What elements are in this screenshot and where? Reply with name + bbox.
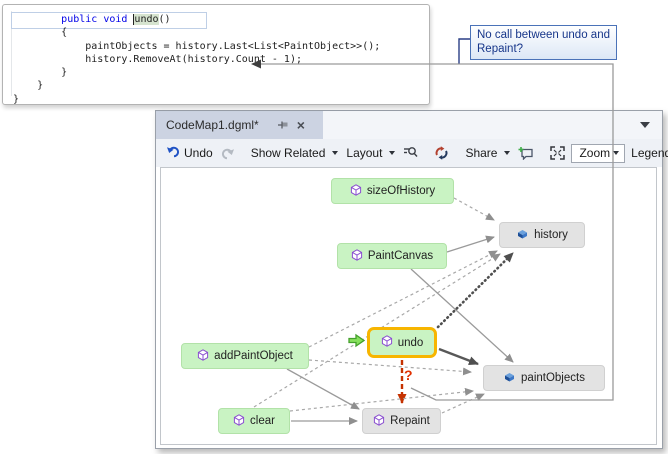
selected-node-pointer-icon <box>348 333 366 353</box>
edge-sizeOfHistory-to-history[interactable] <box>453 197 495 221</box>
edge-undo-to-history[interactable] <box>436 251 515 329</box>
tab-codemap[interactable]: CodeMap1.dgml* × <box>156 111 323 139</box>
chevron-down-icon <box>613 150 620 155</box>
graph-node-label: undo <box>397 336 424 349</box>
close-icon[interactable]: × <box>296 117 305 133</box>
zoom-combobox[interactable]: Zoom <box>571 143 626 163</box>
tab-title: CodeMap1.dgml* <box>166 118 259 132</box>
edge-addPaintObject-to-paintObjects[interactable] <box>308 359 472 376</box>
pin-icon[interactable] <box>277 119 289 131</box>
chevron-down-icon <box>389 151 396 155</box>
graph-node-label: Repaint <box>390 415 430 427</box>
missing-link-question-label: ? <box>404 367 413 383</box>
layout-dropdown[interactable]: Layout <box>342 144 399 162</box>
codemap-toolbar: Undo Show Related Layout <box>156 139 668 167</box>
method-cube-icon <box>197 348 209 364</box>
graph-node-label: PaintCanvas <box>367 250 434 262</box>
editor-gutter-line <box>11 11 12 96</box>
legend-button[interactable]: Legend <box>625 144 668 162</box>
edge-addPaintObject-to-Repaint[interactable] <box>286 368 360 410</box>
graph-node-sizeOfHistory[interactable]: sizeOfHistory <box>331 178 454 204</box>
undo-button[interactable]: Undo <box>162 143 217 163</box>
edge-undo-to-paintObjects[interactable] <box>438 347 479 366</box>
code-editor-popup: public void undo() { paintObjects = hist… <box>2 4 430 105</box>
method-cube-icon <box>381 335 393 350</box>
graph-node-Repaint[interactable]: Repaint <box>362 408 441 434</box>
add-comment-button[interactable] <box>514 144 538 162</box>
zoom-combobox-label: Zoom <box>579 145 611 160</box>
refresh-button[interactable] <box>430 144 453 162</box>
edge-PaintCanvas-to-history[interactable] <box>446 235 495 253</box>
share-dropdown[interactable]: Share <box>461 144 514 162</box>
graph-node-PaintCanvas[interactable]: PaintCanvas <box>337 243 447 269</box>
chevron-down-icon <box>332 151 339 155</box>
edge-Repaint-to-paintObjects[interactable] <box>441 393 485 414</box>
codemap-panel: CodeMap1.dgml* × Undo <box>155 110 668 449</box>
graph-node-history[interactable]: history <box>499 222 585 248</box>
graph-node-label: clear <box>250 415 275 427</box>
graph-node-label: paintObjects <box>521 372 585 384</box>
graph-node-label: sizeOfHistory <box>366 185 436 197</box>
edge-clear-to-paintObjects[interactable] <box>289 387 474 412</box>
show-related-label: Show Related <box>250 146 326 160</box>
layout-label: Layout <box>346 146 383 160</box>
edge-layer <box>253 197 515 425</box>
method-cube-icon <box>350 183 362 199</box>
annotation-tooltip: No call between undo and Repaint? <box>470 25 617 60</box>
graph-node-addPaintObject[interactable]: addPaintObject <box>181 343 309 369</box>
method-cube-icon <box>233 413 245 429</box>
graph-node-label: history <box>534 229 568 241</box>
graph-node-clear[interactable]: clear <box>218 408 290 434</box>
tab-strip: CodeMap1.dgml* × <box>156 111 662 139</box>
share-label: Share <box>465 146 498 160</box>
graph-node-paintObjects[interactable]: paintObjects <box>483 365 605 391</box>
method-cube-icon <box>373 413 385 429</box>
show-related-dropdown[interactable]: Show Related <box>247 144 343 162</box>
tab-list-chevron-down-icon[interactable] <box>640 122 650 128</box>
undo-label: Undo <box>184 146 213 160</box>
graph-node-undo[interactable]: undo <box>367 327 437 358</box>
graph-node-label: addPaintObject <box>214 350 293 362</box>
find-node-button[interactable] <box>399 144 422 162</box>
zoom-to-fit-button[interactable] <box>546 144 569 162</box>
code-lines[interactable]: public void undo() { paintObjects = hist… <box>13 14 381 105</box>
redo-button[interactable] <box>217 145 239 162</box>
legend-label: Legend <box>631 146 668 160</box>
field-icon <box>516 228 529 243</box>
chevron-down-icon <box>504 151 511 155</box>
undo-icon <box>166 145 180 161</box>
field-icon <box>503 371 516 386</box>
method-cube-icon <box>351 248 363 264</box>
